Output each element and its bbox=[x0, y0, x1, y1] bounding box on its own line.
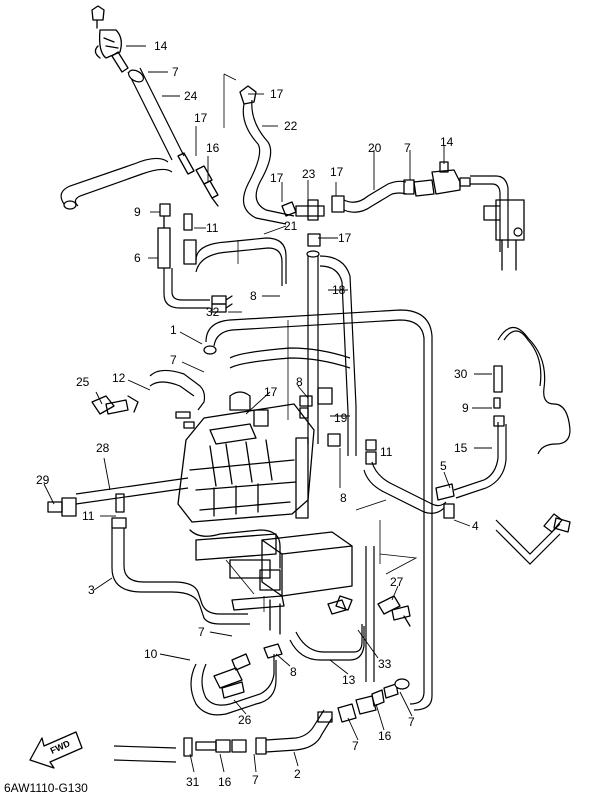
part-3-11-lower-left bbox=[111, 493, 250, 625]
callout-17: 17 bbox=[270, 87, 284, 101]
part-10-13-26-33 bbox=[190, 595, 365, 716]
callout-22: 22 bbox=[284, 119, 298, 133]
callout-11: 11 bbox=[82, 509, 95, 523]
part-21-hose bbox=[163, 237, 287, 309]
part-12-25-left bbox=[91, 369, 206, 429]
callout-5: 5 bbox=[440, 459, 447, 473]
callout-24: 24 bbox=[184, 89, 198, 103]
part-14-top-fitting bbox=[91, 5, 129, 73]
callout-7: 7 bbox=[170, 353, 177, 367]
vapor-separator-lower bbox=[231, 531, 353, 635]
part-7-16-lower-right bbox=[337, 678, 410, 723]
callout-30: 30 bbox=[454, 367, 468, 381]
part-23-connector bbox=[281, 195, 345, 247]
drawing-code: 6AW1110-G130 bbox=[4, 781, 88, 795]
callout-11: 11 bbox=[380, 445, 393, 459]
part-18-hose bbox=[306, 250, 357, 456]
callout-16: 16 bbox=[378, 729, 392, 743]
assembly-guide-lines bbox=[223, 73, 418, 612]
callout-leader-lines bbox=[43, 45, 492, 773]
part-2-bottom-hose bbox=[113, 709, 333, 763]
callout-10: 10 bbox=[144, 647, 158, 661]
part-22-hose bbox=[239, 85, 295, 225]
fwd-direction-arrow bbox=[29, 731, 83, 769]
fuel-module-assembly bbox=[177, 391, 315, 579]
fwd-label: FWD bbox=[49, 738, 72, 756]
callout-13: 13 bbox=[342, 673, 356, 687]
callout-15: 15 bbox=[454, 441, 468, 455]
callout-9: 9 bbox=[134, 205, 141, 219]
part-28-29-rod bbox=[47, 477, 189, 517]
callout-7: 7 bbox=[404, 141, 411, 155]
callout-17: 17 bbox=[330, 165, 344, 179]
callout-14: 14 bbox=[440, 135, 454, 149]
left-upper-hose bbox=[60, 157, 173, 210]
center-lower-rod bbox=[365, 546, 375, 682]
callout-18: 18 bbox=[332, 283, 346, 297]
callout-20: 20 bbox=[368, 141, 382, 155]
callout-7: 7 bbox=[352, 739, 359, 753]
callout-32: 32 bbox=[206, 305, 220, 319]
callout-19: 19 bbox=[334, 411, 348, 425]
callout-25: 25 bbox=[76, 375, 90, 389]
callout-23: 23 bbox=[302, 167, 316, 181]
callout-31: 31 bbox=[186, 775, 200, 789]
callout-3: 3 bbox=[88, 583, 95, 597]
part-9-11-6-left bbox=[157, 203, 197, 269]
part-24-hose bbox=[127, 67, 195, 175]
callout-26: 26 bbox=[238, 713, 252, 727]
callout-7: 7 bbox=[252, 773, 259, 787]
callout-4: 4 bbox=[472, 519, 479, 533]
callout-16: 16 bbox=[218, 775, 232, 789]
callout-8: 8 bbox=[340, 491, 347, 505]
callout-17: 17 bbox=[264, 385, 278, 399]
callout-8: 8 bbox=[296, 375, 303, 389]
callout-17: 17 bbox=[270, 171, 284, 185]
part-5-4-right-hoses bbox=[363, 326, 571, 519]
callout-8: 8 bbox=[290, 665, 297, 679]
callout-7: 7 bbox=[408, 715, 415, 729]
callout-14: 14 bbox=[154, 39, 168, 53]
callout-17: 17 bbox=[338, 231, 352, 245]
part-1-hose bbox=[203, 309, 433, 711]
part-20-hose bbox=[343, 161, 471, 213]
callout-16: 16 bbox=[206, 141, 220, 155]
callout-7: 7 bbox=[172, 65, 179, 79]
callout-29: 29 bbox=[36, 473, 50, 487]
callout-17: 17 bbox=[194, 111, 208, 125]
part-16-joint-upper bbox=[195, 165, 219, 207]
callout-33: 33 bbox=[378, 657, 392, 671]
callout-27: 27 bbox=[390, 575, 404, 589]
callout-9: 9 bbox=[462, 401, 469, 415]
callout-2: 2 bbox=[294, 767, 301, 781]
callout-12: 12 bbox=[112, 371, 126, 385]
part-32-clip bbox=[211, 295, 233, 313]
callout-1: 1 bbox=[170, 323, 177, 337]
callout-21: 21 bbox=[284, 219, 298, 233]
diagram-artwork bbox=[29, 5, 571, 769]
callout-8: 8 bbox=[250, 289, 257, 303]
part-27-clip bbox=[377, 595, 411, 627]
right-lower-rod bbox=[495, 513, 571, 565]
callout-labels: 14 7 24 17 22 17 16 20 7 14 17 23 17 9 1… bbox=[36, 39, 479, 789]
callout-11: 11 bbox=[206, 221, 219, 235]
right-mounting-bracket bbox=[470, 175, 525, 271]
callout-28: 28 bbox=[96, 441, 110, 455]
callout-7: 7 bbox=[198, 625, 205, 639]
callout-6: 6 bbox=[134, 251, 141, 265]
